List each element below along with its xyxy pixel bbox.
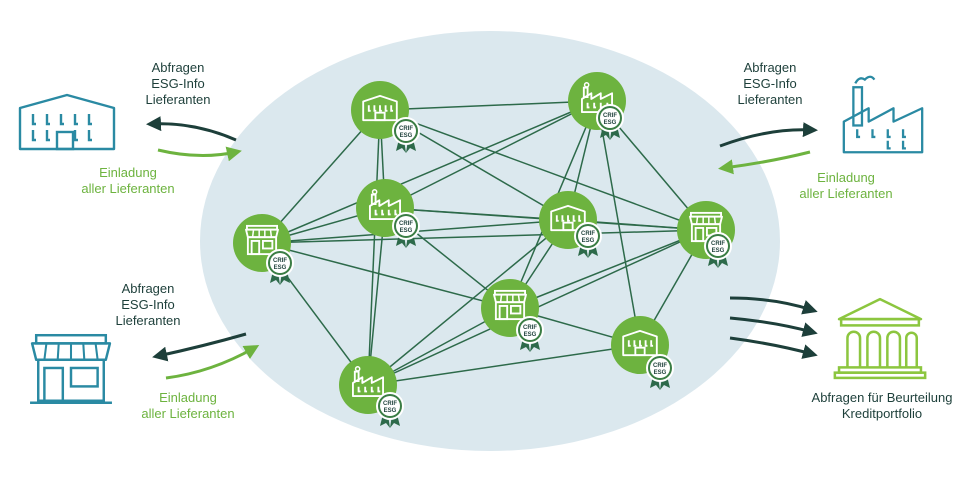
warehouse-icon (18, 93, 116, 151)
invite-arrow (718, 150, 811, 175)
portfolio-arrow (729, 336, 818, 359)
left-bottom-invite-line1: Einladung (159, 390, 217, 405)
left-top-query-line1: Abfragen (152, 60, 205, 75)
left-bottom-query-line2: ESG-Info (121, 297, 174, 312)
connection-line-n1-n6 (379, 109, 707, 231)
badge-text-crif: CRIF (653, 363, 667, 369)
right-top-query-line2: ESG-Info (743, 76, 796, 91)
badge-text-crif: CRIF (399, 126, 413, 132)
factory-icon (842, 75, 924, 154)
connection-line-n1-n5 (261, 109, 381, 244)
badge-text-esg: ESG (400, 133, 413, 139)
left-top-query-line2: ESG-Info (151, 76, 204, 91)
shop-icon (28, 333, 114, 405)
left-bottom-query-line1: Abfragen (122, 281, 175, 296)
badge-text-crif: CRIF (383, 401, 397, 407)
badge-text-crif: CRIF (399, 221, 413, 227)
right-bottom-bank-group: Abfragen für Beurteilung Kreditportfolio (729, 296, 953, 421)
crif-esg-badge: CRIF ESG (596, 104, 624, 140)
portfolio-arrow (729, 296, 818, 315)
bank-icon (833, 297, 927, 380)
left-bottom-supplier-group: Abfragen ESG-Info Lieferanten Einladung … (28, 281, 260, 421)
badge-text-crif: CRIF (273, 258, 287, 264)
connection-line-n2-n5 (261, 100, 598, 244)
connection-line-n5-n6 (261, 229, 707, 244)
right-top-supplier-group: Abfragen ESG-Info Lieferanten Einladung … (718, 60, 924, 201)
connection-line-n3-n4 (384, 207, 569, 221)
connection-line-n2-n3 (384, 100, 598, 209)
badge-text-esg: ESG (400, 228, 413, 234)
right-top-invite-line2: aller Lieferanten (799, 186, 892, 201)
invite-arrow (157, 146, 242, 162)
connection-line-n8-n9 (367, 344, 641, 386)
left-bottom-invite-line2: aller Lieferanten (141, 406, 234, 421)
badge-text-crif: CRIF (711, 241, 725, 247)
connection-line-n4-n9 (367, 219, 569, 386)
left-bottom-query-line3: Lieferanten (115, 313, 180, 328)
portfolio-arrow (729, 316, 818, 337)
warehouse-icon (622, 329, 658, 357)
connection-line-n3-n9 (367, 207, 386, 386)
crif-esg-badges: CRIF ESG CRIF ESG CRIF ESG CRIF ESG (266, 104, 732, 428)
badge-text-crif: CRIF (603, 113, 617, 119)
crif-esg-badge: CRIF ESG (392, 212, 420, 248)
right-bottom-label-line1: Abfragen für Beurteilung (812, 390, 953, 405)
connection-line-n1-n9 (367, 109, 381, 386)
badge-text-esg: ESG (712, 248, 725, 254)
badge-text-crif: CRIF (523, 325, 537, 331)
badge-text-esg: ESG (384, 408, 397, 414)
right-top-query-line1: Abfragen (744, 60, 797, 75)
query-arrow (152, 332, 247, 362)
crif-esg-badge: CRIF ESG (516, 316, 544, 352)
badge-text-esg: ESG (654, 370, 667, 376)
invite-arrow (165, 345, 260, 380)
left-top-supplier-group: Abfragen ESG-Info Lieferanten Einladung … (18, 60, 242, 196)
badge-text-esg: ESG (524, 332, 537, 338)
left-top-invite-line2: aller Lieferanten (81, 181, 174, 196)
query-arrow (146, 116, 237, 142)
crif-esg-badge: CRIF ESG (646, 354, 674, 390)
badge-text-esg: ESG (582, 238, 595, 244)
crif-esg-badge: CRIF ESG (376, 392, 404, 428)
left-top-invite-line1: Einladung (99, 165, 157, 180)
connection-line-n1-n2 (379, 100, 598, 111)
crif-esg-badge: CRIF ESG (266, 249, 294, 285)
left-top-query-line3: Lieferanten (145, 92, 210, 107)
badge-text-esg: ESG (604, 120, 617, 126)
query-arrow (719, 122, 818, 148)
badge-text-esg: ESG (274, 265, 287, 271)
connection-line-n5-n7 (261, 242, 511, 309)
crif-esg-badge: CRIF ESG (392, 117, 420, 153)
right-bottom-label-line2: Kreditportfolio (842, 406, 922, 421)
right-top-query-line3: Lieferanten (737, 92, 802, 107)
right-top-invite-line1: Einladung (817, 170, 875, 185)
crif-esg-badge: CRIF ESG (704, 232, 732, 268)
connection-line-n6-n7 (509, 229, 707, 309)
warehouse-icon (362, 94, 398, 122)
crif-esg-badge: CRIF ESG (574, 222, 602, 258)
badge-text-crif: CRIF (581, 231, 595, 237)
